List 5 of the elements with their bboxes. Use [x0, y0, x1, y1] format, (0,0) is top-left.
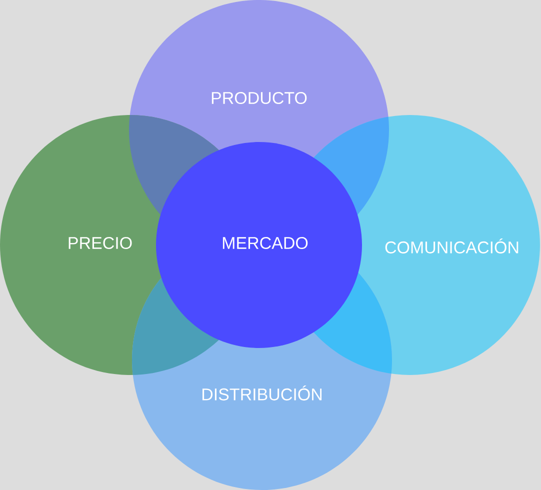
circle-label: COMUNICACIÓN — [385, 238, 518, 254]
circle-label: MERCADO — [222, 236, 308, 250]
circle-label: DISTRIBUCIÓN — [202, 386, 322, 400]
circle-label: PRODUCTO — [212, 92, 307, 104]
circle-label: PRECIO — [68, 236, 132, 250]
